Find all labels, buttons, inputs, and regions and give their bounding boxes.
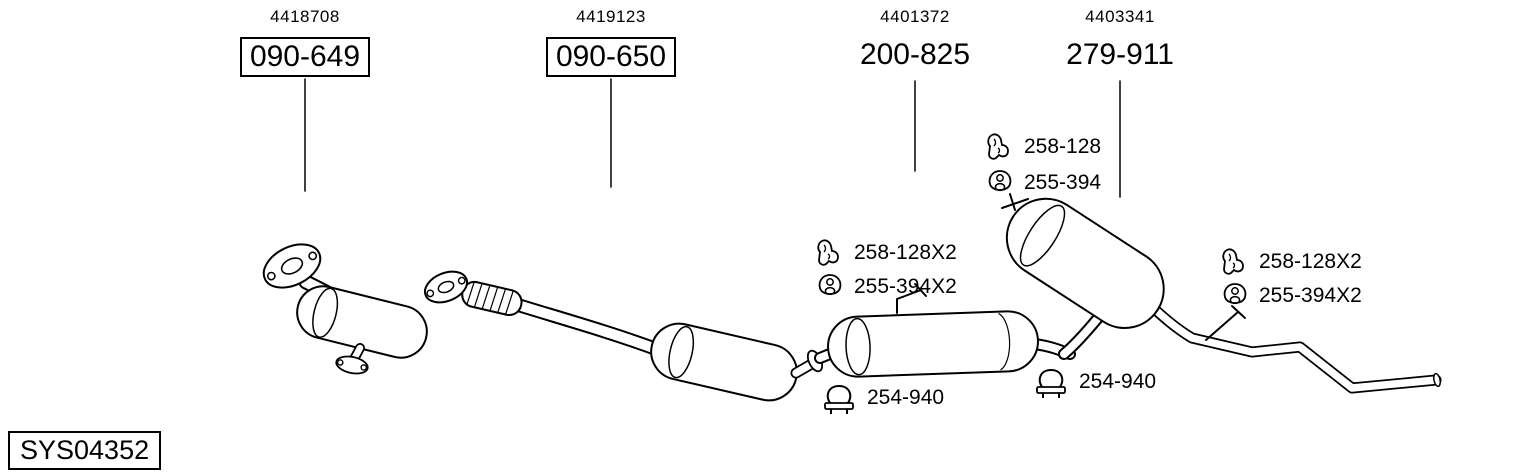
hanger-icon bbox=[817, 239, 839, 266]
fitting-part-number: 255-394X2 bbox=[854, 275, 957, 298]
part-label-group-200-825: 4401372 200-825 bbox=[840, 6, 990, 73]
fitting-part-number: 255-394X2 bbox=[1259, 284, 1362, 307]
leader-lines bbox=[304, 78, 1121, 198]
part-number: 090-649 bbox=[239, 37, 371, 77]
fitting-annotation: 255-394 bbox=[985, 168, 1101, 198]
reference-number: 4401372 bbox=[880, 7, 950, 26]
fitting-annotation: 255-394X2 bbox=[815, 272, 957, 302]
hanger-icon bbox=[987, 133, 1009, 160]
part-label-group-090-650: 4419123 090-650 bbox=[536, 6, 686, 77]
system-code-badge: SYS04352 bbox=[8, 431, 162, 470]
fitting-annotation: 254-940 bbox=[1032, 364, 1156, 400]
fitting-part-number: 254-940 bbox=[1079, 370, 1157, 393]
fitting-part-number: 258-128X2 bbox=[1259, 250, 1362, 273]
part-number: 279-911 bbox=[1066, 38, 1174, 71]
center-pipe-resonator-drawing bbox=[423, 270, 824, 402]
reference-number: 4418708 bbox=[270, 7, 340, 26]
reference-number: 4419123 bbox=[576, 7, 646, 26]
pipe-clamp-icon bbox=[1036, 368, 1066, 398]
fitting-annotation: 254-940 bbox=[820, 380, 944, 416]
fitting-annotation: 258-128X2 bbox=[1220, 247, 1362, 277]
fitting-part-number: 258-128X2 bbox=[854, 241, 957, 264]
rear-muffler-tailpipe-drawing bbox=[1001, 193, 1442, 394]
hanger-icon bbox=[1222, 248, 1244, 275]
reference-number: 4403341 bbox=[1085, 7, 1155, 26]
rubber-mount-icon bbox=[818, 274, 842, 296]
part-label-group-279-911: 4403341 279-911 bbox=[1045, 6, 1195, 73]
fitting-annotation: 258-128 bbox=[985, 132, 1101, 162]
part-label-group-090-649: 4418708 090-649 bbox=[230, 6, 380, 77]
fitting-part-number: 254-940 bbox=[867, 386, 945, 409]
front-pipe-catalyst-drawing bbox=[262, 243, 428, 375]
part-number: 200-825 bbox=[859, 38, 971, 71]
fitting-annotation: 258-128X2 bbox=[815, 238, 957, 268]
fitting-part-number: 255-394 bbox=[1024, 171, 1102, 194]
rubber-mount-icon bbox=[1223, 283, 1247, 305]
fitting-part-number: 258-128 bbox=[1024, 135, 1102, 158]
rubber-mount-icon bbox=[988, 170, 1012, 192]
fitting-annotation: 255-394X2 bbox=[1220, 281, 1362, 311]
pipe-clamp-icon bbox=[824, 384, 854, 414]
part-number: 090-650 bbox=[545, 37, 677, 77]
